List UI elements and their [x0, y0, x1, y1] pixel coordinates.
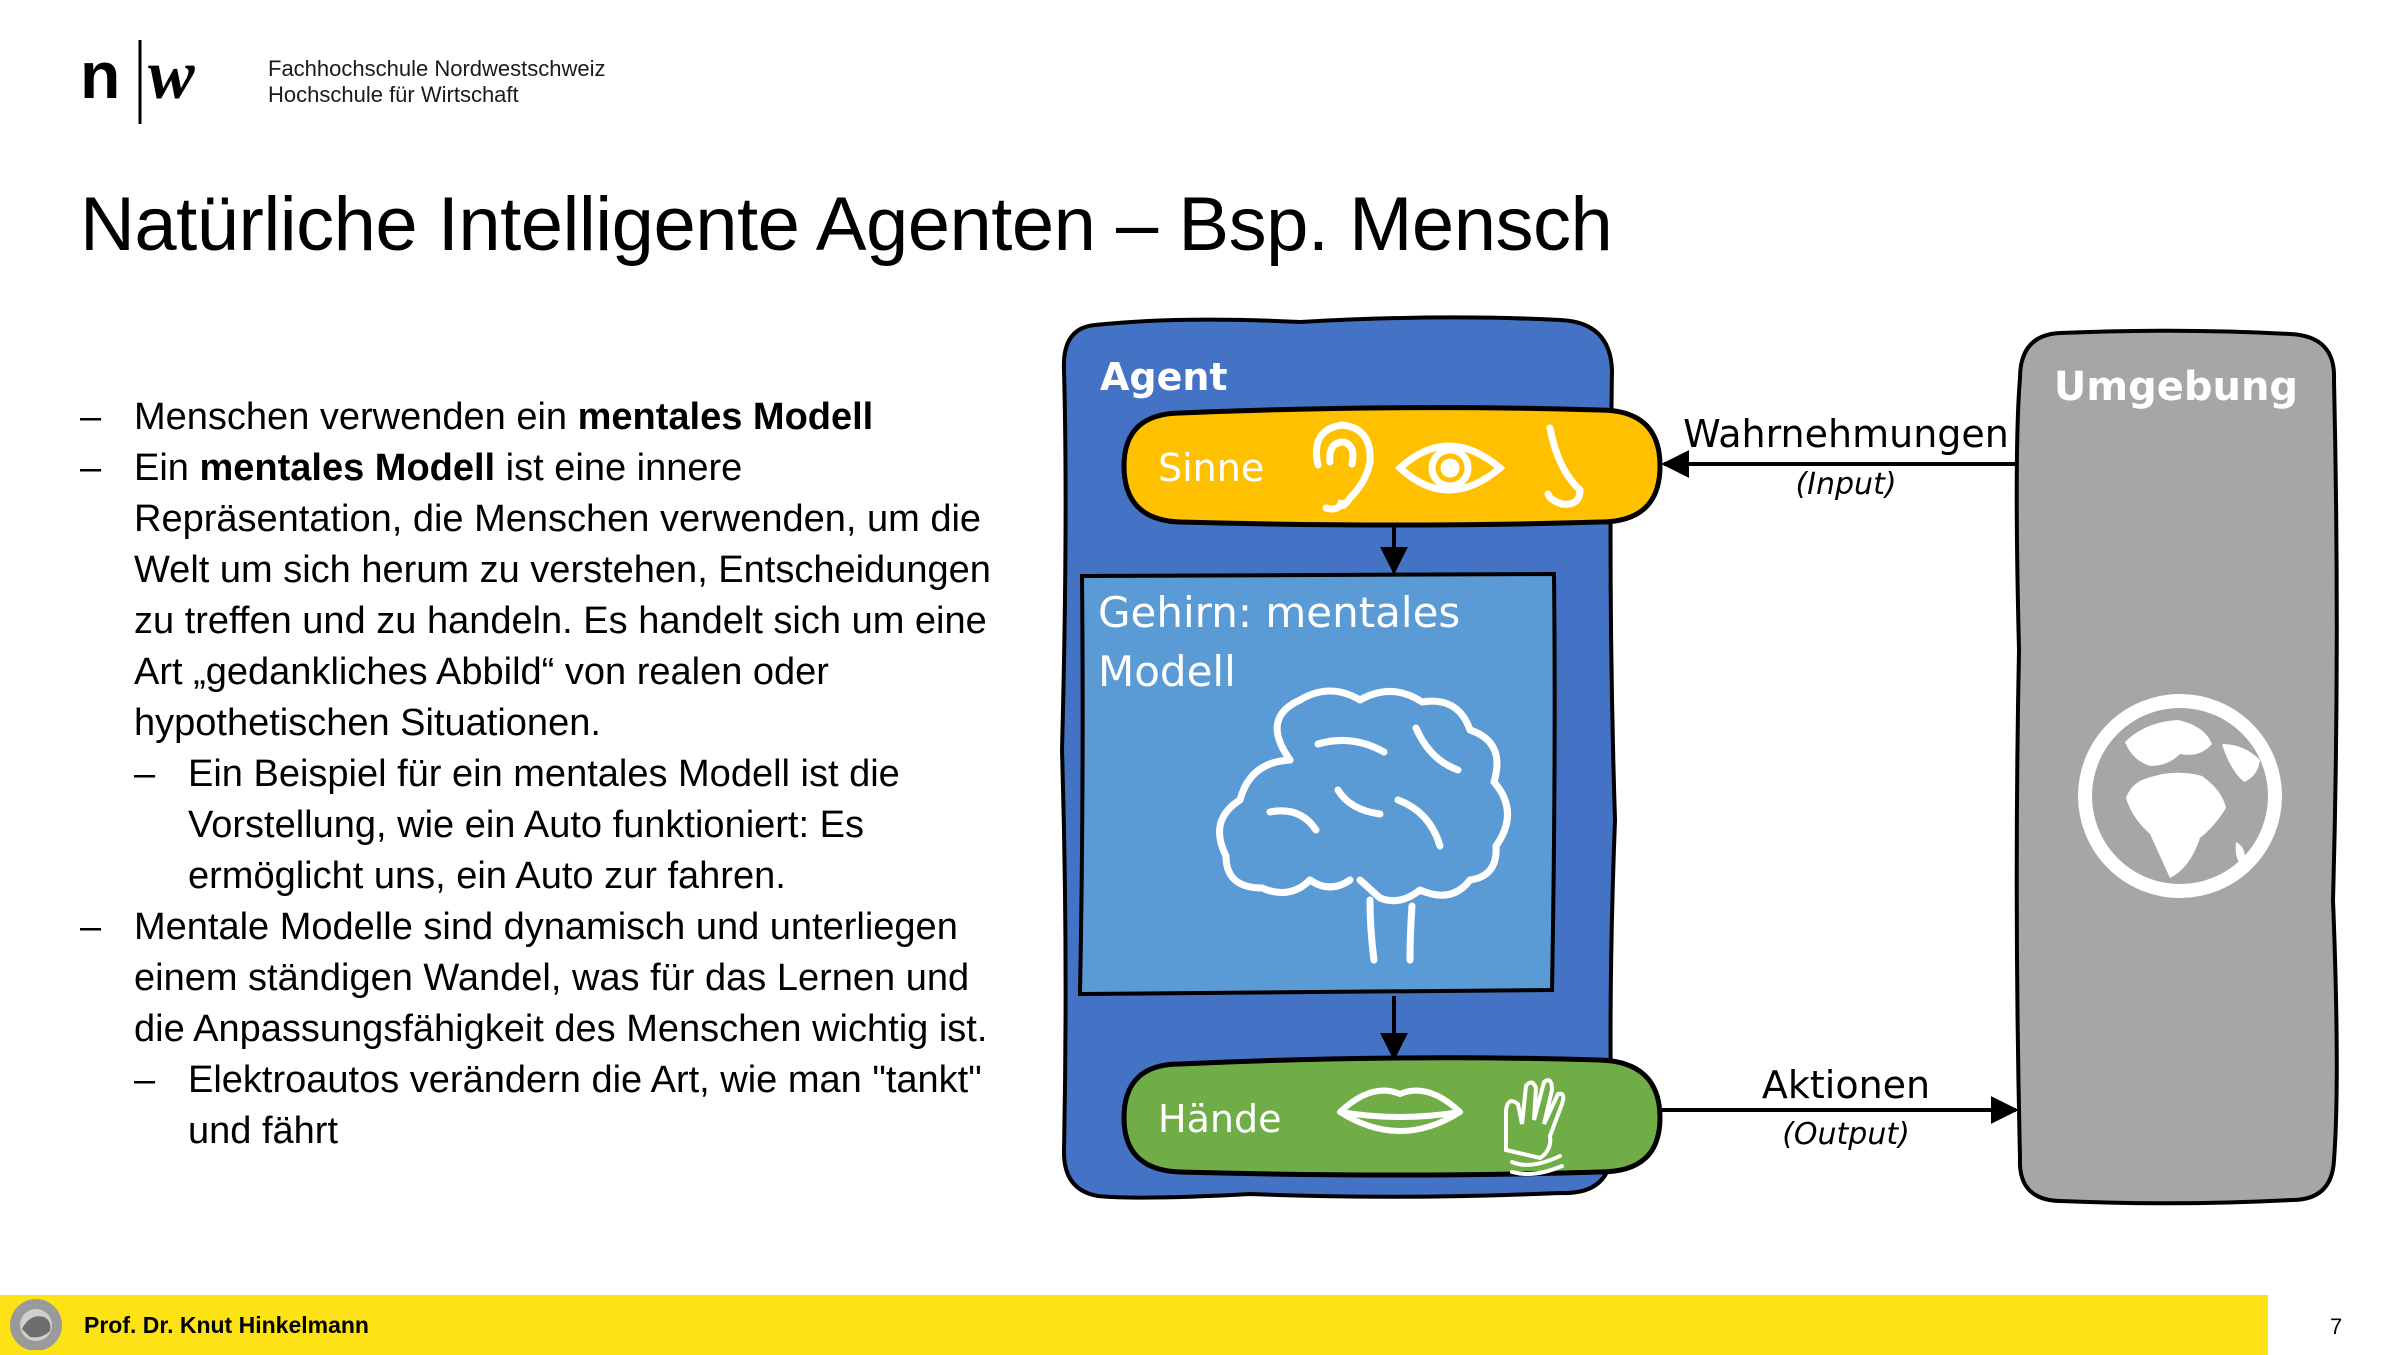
fhnw-logo: n w — [80, 37, 195, 124]
footer-bar — [0, 1295, 2268, 1355]
institution-name: Fachhochschule Nordwestschweiz Hochschul… — [268, 56, 606, 108]
svg-text:w: w — [148, 37, 195, 114]
bullet-bold: mentales Modell — [577, 396, 874, 438]
bullet-item: – Mentale Modelle sind dynamisch und unt… — [80, 902, 1000, 1055]
page-number: 7 — [2330, 1314, 2343, 1339]
environment-label: Umgebung — [2054, 364, 2298, 410]
sign-hand-icon — [1504, 1078, 1566, 1176]
input-label: (Input) — [1795, 467, 1896, 502]
senses-label: Sinne — [1158, 446, 1264, 490]
sub-bullet-item: – Ein Beispiel für ein mentales Modell i… — [80, 749, 1000, 902]
bullet-item: – Menschen verwenden ein mentales Modell — [80, 392, 1000, 443]
senses-box — [1121, 405, 1663, 528]
institution-line-1: Fachhochschule Nordwestschweiz — [268, 56, 606, 81]
bullet-dash: – — [80, 396, 102, 438]
hands-label: Hände — [1158, 1097, 1281, 1141]
agent-diagram: Agent Umgebung Sinne Gehirn: mentales Mo… — [1059, 315, 2339, 1206]
bullet-text: ist eine innere Repräsentation, die Mens… — [134, 447, 991, 744]
environment-box — [2014, 328, 2339, 1206]
bullet-text: Menschen verwenden ein — [134, 396, 578, 438]
gear-logo-icon — [10, 1299, 62, 1350]
bullet-bold: mentales Modell — [199, 447, 496, 489]
bullet-list: – Menschen verwenden ein mentales Modell… — [80, 392, 1000, 1157]
lips-icon — [1337, 1087, 1463, 1134]
output-label: (Output) — [1782, 1117, 1910, 1152]
eye-icon — [1394, 442, 1506, 494]
bullet-text: Mentale Modelle sind dynamisch und unter… — [134, 906, 988, 1050]
bullet-text: Elektroautos verändern die Art, wie man … — [188, 1059, 982, 1152]
actions-label: Aktionen — [1762, 1063, 1930, 1107]
globe-icon — [2078, 694, 2282, 898]
brain-label-line-2: Modell — [1098, 647, 1236, 696]
institution-line-2: Hochschule für Wirtschaft — [268, 82, 519, 107]
nose-icon — [1544, 424, 1584, 508]
bullet-text: Ein Beispiel für ein mentales Modell ist… — [188, 753, 900, 897]
brain-label-line-1: Gehirn: mentales — [1098, 588, 1460, 637]
bullet-item: – Ein mentales Modell ist eine innere Re… — [80, 443, 1000, 749]
slide-title: Natürliche Intelligente Agenten – Bsp. M… — [80, 182, 1613, 267]
agent-label: Agent — [1100, 355, 1228, 399]
bullet-dash: – — [80, 906, 102, 948]
svg-text:n: n — [80, 38, 120, 112]
bullet-text: Ein — [134, 447, 200, 489]
brain-box — [1077, 571, 1557, 997]
footer-author: Prof. Dr. Knut Hinkelmann — [84, 1312, 369, 1338]
ear-icon — [1313, 421, 1374, 513]
bullet-dash: – — [134, 1059, 156, 1101]
bullet-dash: – — [134, 753, 156, 795]
sub-bullet-item: – Elektroautos verändern die Art, wie ma… — [80, 1055, 1000, 1157]
bullet-dash: – — [80, 447, 102, 489]
brain-icon — [1216, 687, 1511, 964]
perceptions-label: Wahrnehmungen — [1683, 412, 2009, 456]
